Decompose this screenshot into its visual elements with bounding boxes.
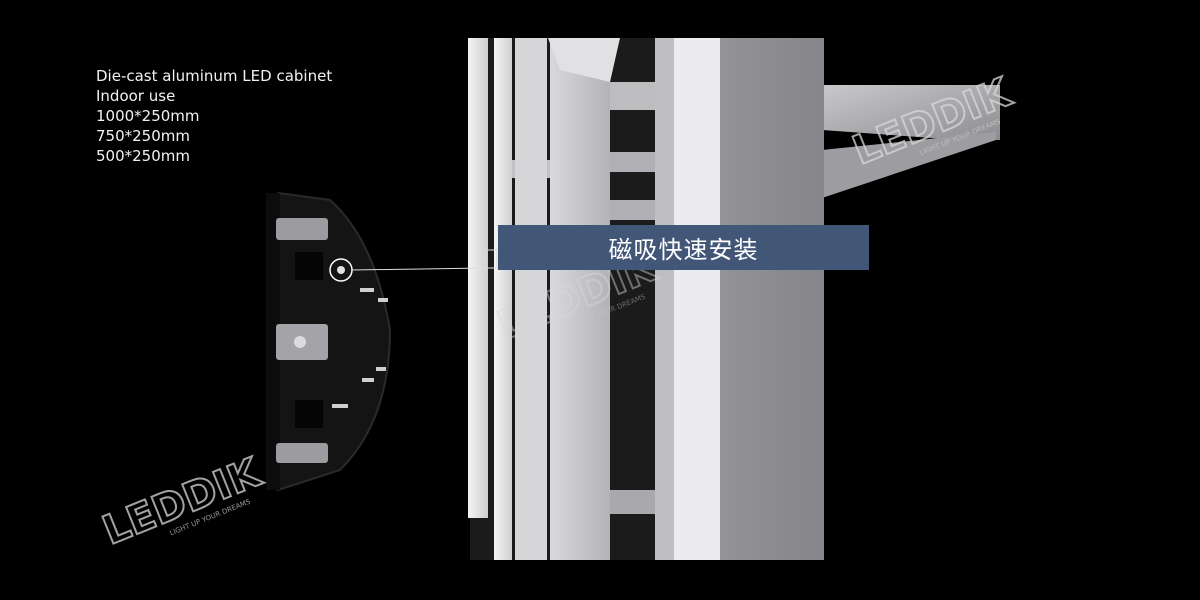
led-cabinet	[266, 191, 392, 492]
arm-beam	[822, 132, 996, 198]
frame-brace	[548, 38, 620, 82]
wall-edge	[674, 38, 720, 560]
mount-bracket	[276, 218, 328, 240]
watermark-logo-bottom: LEDDIK LIGHT UP YOUR DREAMS	[96, 448, 270, 555]
frame-vertical	[655, 38, 675, 560]
mount-bracket	[276, 443, 328, 463]
connector-pin	[360, 288, 374, 292]
spec-text-block: Die-cast aluminum LED cabinet Indoor use…	[96, 66, 332, 166]
connector-pin	[332, 404, 348, 408]
support-arm	[822, 85, 1000, 198]
steel-frame	[468, 38, 675, 560]
feature-banner: 磁吸快速安装	[498, 225, 869, 270]
connector-pin	[378, 298, 388, 302]
spec-title: Die-cast aluminum LED cabinet	[96, 67, 333, 85]
frame-vertical	[515, 38, 547, 560]
frame-vertical	[494, 38, 512, 560]
spec-size: 750*250mm	[96, 127, 190, 145]
spec-size: 1000*250mm	[96, 107, 200, 125]
callout-target	[484, 249, 498, 269]
frame-vertical	[550, 38, 610, 560]
connector-pin	[376, 367, 386, 371]
cabinet-panel	[266, 193, 280, 490]
magnet	[337, 266, 345, 274]
connector-pin	[362, 378, 374, 382]
arm-top	[822, 85, 1000, 140]
cabinet-cutout	[295, 252, 323, 280]
feature-label: 磁吸快速安装	[608, 236, 759, 264]
spec-size: 500*250mm	[96, 147, 190, 165]
callout-line	[351, 267, 486, 271]
mount-screw	[294, 336, 306, 348]
spec-usage: Indoor use	[96, 87, 176, 105]
frame-vertical	[468, 38, 488, 518]
cabinet-cutout	[295, 400, 323, 428]
